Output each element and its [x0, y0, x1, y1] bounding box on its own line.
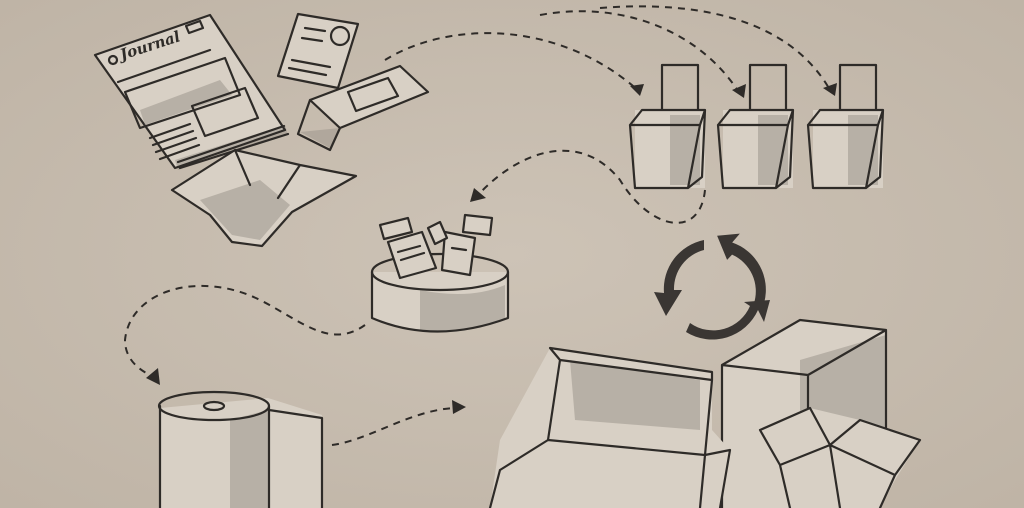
- flow-arrow: [123, 285, 366, 376]
- process-flow-arrows: [123, 5, 837, 446]
- cardboard-box-icon: [488, 346, 732, 508]
- recycle-arrows-icon: [654, 233, 770, 340]
- flow-arrow: [599, 5, 831, 91]
- recycling-bin-icon: [806, 63, 885, 190]
- flow-arrow: [539, 10, 741, 95]
- flow-arrow: [477, 149, 706, 224]
- flow-arrow: [384, 32, 641, 93]
- crumpled-paper-icon: [170, 148, 358, 248]
- recycling-bin-icon: [628, 63, 707, 190]
- recycling-bin-icon: [716, 63, 795, 190]
- paper-roll-icon: [157, 390, 324, 508]
- pulp-vat-icon: [370, 213, 510, 333]
- cardboard-box-icon: [758, 406, 922, 508]
- folded-paper-icon: [296, 64, 430, 152]
- flyer-icon: [276, 12, 360, 90]
- flow-arrow: [331, 407, 456, 446]
- recycling-bins: [628, 63, 885, 190]
- newspaper-icon: Journal: [93, 13, 290, 170]
